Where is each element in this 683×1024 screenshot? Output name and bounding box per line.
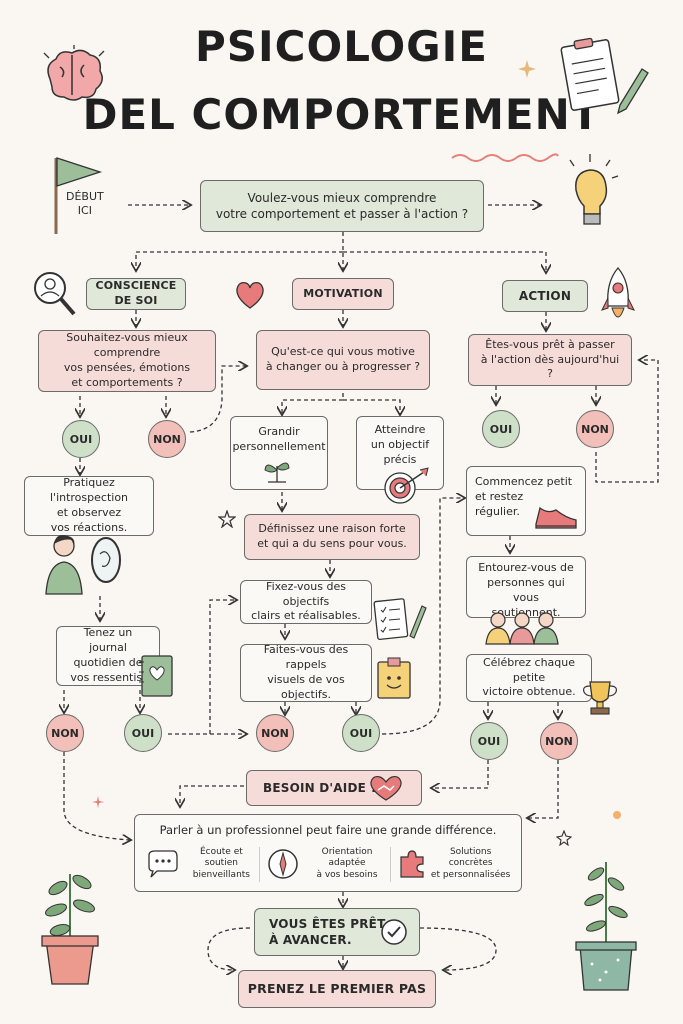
help-intro: Parler à un professionnel peut faire une… (159, 823, 497, 837)
heart-handshake-icon (370, 775, 402, 801)
lightbulb-icon (569, 154, 619, 225)
option-grow-box: Grandir personnellement (230, 416, 328, 490)
trophy-icon (583, 681, 617, 715)
smiley-note-icon (377, 657, 411, 699)
people-group-icon (485, 612, 559, 645)
compass-icon (268, 849, 298, 879)
left-non-circle: NON (148, 420, 186, 458)
right-question-box: Êtes-vous prêt à passer à l'action dès a… (468, 334, 632, 386)
plant-pot-right-icon (575, 862, 637, 991)
right-bottom-oui: OUI (470, 722, 508, 760)
left-oui-circle: OUI (62, 420, 100, 458)
check-circle-icon (381, 919, 407, 945)
help-header: BESOIN D'AIDE ? (246, 770, 422, 806)
header-motivation: MOTIVATION (292, 278, 394, 310)
help-item-solutions: Solutions concrètes et personnalisées (389, 846, 511, 882)
person-mirror-icon (45, 535, 121, 595)
speech-bubble-icon (148, 850, 178, 878)
header-action: ACTION (502, 280, 588, 312)
middle-question-box: Qu'est-ce qui vous motive à changer ou à… (256, 330, 430, 390)
help-item-label: Écoute et soutien bienveillants (192, 846, 250, 880)
help-item-label: Orientation adaptée à vos besoins (316, 846, 378, 880)
main-question-box: Voulez-vous mieux comprendre votre compo… (200, 180, 484, 232)
plant-pot-left-icon (41, 874, 99, 985)
title-line-1: PSICOLOGIE (195, 22, 488, 71)
clipboard-icon (560, 37, 649, 115)
dot-doodle-icon (613, 811, 621, 819)
middle-bottom-non: NON (256, 714, 294, 752)
left-step-introspection: Pratiquez l'introspection et observez vo… (24, 476, 154, 536)
middle-step-goals: Fixez-vous des objectifs clairs et réali… (240, 580, 372, 624)
checklist-icon (373, 598, 427, 640)
final-cta-box[interactable]: PRENEZ LE PREMIER PAS (238, 970, 436, 1008)
flag-icon (54, 157, 103, 234)
middle-bottom-oui: OUI (342, 714, 380, 752)
right-bottom-non: NON (540, 722, 578, 760)
title-line-2: DEL COMPORTEMENT (82, 90, 601, 139)
sprout-icon (264, 462, 290, 483)
right-step-celebrate: Célébrez chaque petite victoire obtenue. (466, 654, 592, 702)
right-step-surround: Entourez-vous de personnes qui vous sout… (466, 556, 586, 619)
rocket-icon (601, 267, 635, 318)
left-bottom-oui: OUI (124, 714, 162, 752)
brain-icon (43, 45, 105, 101)
heart-icon (236, 281, 264, 309)
left-bottom-non: NON (46, 714, 84, 752)
puzzle-icon (400, 850, 424, 878)
star-outline-icon (556, 830, 572, 846)
middle-step-reason: Définissez une raison forte et qui a du … (244, 514, 420, 560)
sparkle-icon (518, 60, 536, 78)
header-self-awareness: CONSCIENCE DE SOI (86, 278, 186, 310)
help-item-label: Solutions concrètes et personnalisées (430, 846, 511, 880)
star-doodle-icon (218, 510, 236, 528)
target-icon (384, 467, 429, 504)
magnifier-icon (34, 272, 76, 316)
start-label: DÉBUT ICI (66, 190, 104, 218)
left-question-box: Souhaitez-vous mieux comprendre vos pens… (38, 330, 216, 392)
journal-icon (139, 655, 173, 697)
help-box: Parler à un professionnel peut faire une… (134, 814, 522, 892)
help-item-guidance: Orientation adaptée à vos besoins (259, 846, 390, 882)
squiggle-underline (451, 153, 559, 162)
right-oui-circle: OUI (482, 410, 520, 448)
middle-step-reminders: Faites-vous des rappels visuels de vos o… (240, 643, 372, 702)
help-item-listening: Écoute et soutien bienveillants (145, 847, 259, 882)
right-non-circle: NON (576, 410, 614, 448)
sparkle-pink-icon (92, 796, 104, 808)
sneaker-icon (535, 506, 577, 529)
